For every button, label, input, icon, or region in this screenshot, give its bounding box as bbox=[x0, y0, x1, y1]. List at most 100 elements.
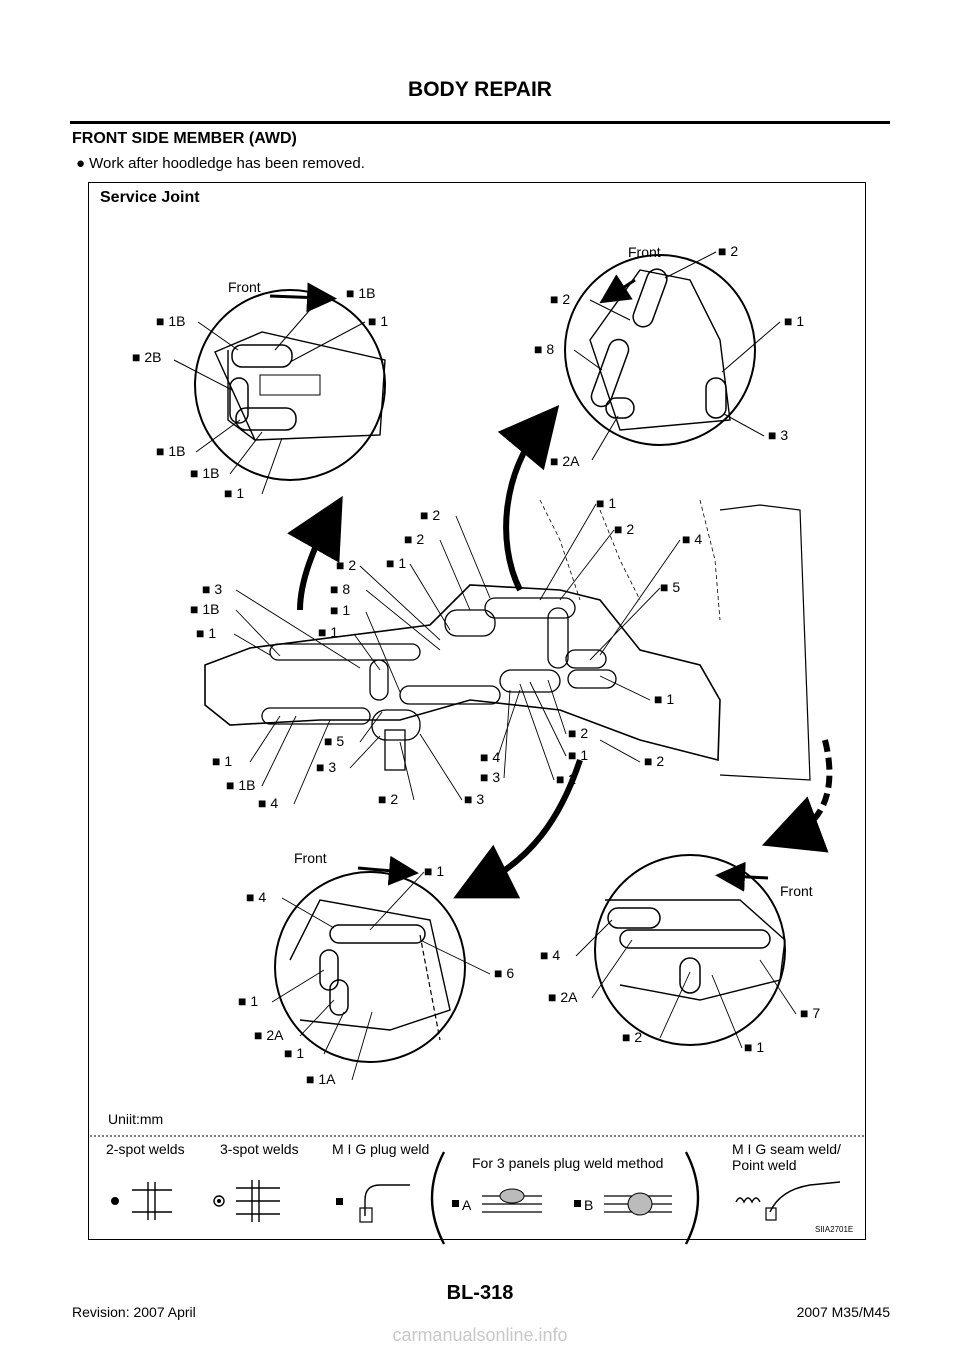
legend-three-spot-label: 3-spot welds bbox=[220, 1141, 299, 1157]
m-label-19: ■ 2 bbox=[556, 771, 576, 787]
two-spot-weld-icon bbox=[111, 1197, 119, 1205]
m-label-6: ■ 4 bbox=[682, 531, 702, 547]
c4-label-2: ■ 7 bbox=[800, 1005, 820, 1021]
front-label-2: Front bbox=[628, 244, 661, 260]
c3-label-1: ■ 1 bbox=[424, 863, 444, 879]
section-title: FRONT SIDE MEMBER (AWD) bbox=[72, 130, 297, 147]
m-label-0: ■ 2 bbox=[420, 507, 440, 523]
c3-label-4: ■ 2A bbox=[254, 1027, 284, 1043]
c2-label-0: ■ 2 bbox=[718, 243, 738, 259]
front-label-4: Front bbox=[780, 883, 813, 899]
m-label-16: ■ 5 bbox=[324, 733, 344, 749]
model-text: 2007 M35/M45 bbox=[796, 1304, 890, 1320]
m-label-25: ■ 4 bbox=[258, 795, 278, 811]
m-label-18: ■ 2 bbox=[644, 753, 664, 769]
c1-label-2: ■ 1 bbox=[368, 313, 388, 329]
c1-label-3: ■ 2B bbox=[132, 349, 161, 365]
legend-b-label: B bbox=[584, 1197, 593, 1213]
plug-weld-a-icon bbox=[452, 1200, 459, 1207]
m-label-15: ■ 1 bbox=[654, 691, 674, 707]
front-label-3: Front bbox=[294, 850, 327, 866]
m-label-27: ■ 3 bbox=[464, 791, 484, 807]
m-label-26: ■ 2 bbox=[378, 791, 398, 807]
c1-label-0: ■ 1B bbox=[156, 313, 185, 329]
weld-legend: 2-spot welds 3-spot welds M I G plug wel… bbox=[106, 1141, 841, 1245]
figure-heading: Service Joint bbox=[100, 189, 200, 206]
legend-bracket-right-icon bbox=[684, 1151, 700, 1245]
c1-label-5: ■ 1B bbox=[190, 465, 219, 481]
circle3-labels: ■ 4 ■ 1 ■ 6 ■ 1 ■ 2A ■ 1 ■ 1A bbox=[238, 863, 514, 1087]
c4-label-4: ■ 1 bbox=[744, 1039, 764, 1055]
front-side-member-body bbox=[204, 499, 811, 781]
c3-label-0: ■ 4 bbox=[246, 889, 266, 905]
unit-note: Uniit:mm bbox=[108, 1111, 163, 1127]
m-label-14: ■ 2 bbox=[568, 725, 588, 741]
seam-weld-icon bbox=[735, 1197, 761, 1204]
arrow-to-circle1 bbox=[287, 495, 343, 611]
detail-circle-front-upper-right: Front bbox=[564, 244, 756, 446]
watermark-text: carmanualsonline.info bbox=[392, 1325, 568, 1345]
header-rule bbox=[70, 121, 890, 124]
c2-label-3: ■ 8 bbox=[534, 341, 554, 357]
c3-label-6: ■ 1A bbox=[306, 1071, 336, 1087]
m-label-22: ■ 3 bbox=[316, 759, 336, 775]
c3-label-3: ■ 1 bbox=[238, 993, 258, 1009]
m-label-3: ■ 2 bbox=[404, 531, 424, 547]
m-label-17: ■ 1 bbox=[568, 747, 588, 763]
m-label-13: ■ 1 bbox=[318, 624, 338, 640]
m-label-4: ■ 1 bbox=[386, 555, 406, 571]
legend-bracket-left-icon bbox=[430, 1151, 446, 1245]
page-number: BL-318 bbox=[446, 1282, 514, 1304]
detail-circle-front-upper-left: Front bbox=[194, 279, 386, 481]
m-label-9: ■ 1 bbox=[330, 602, 350, 618]
c1-label-1: ■ 1B bbox=[346, 285, 375, 301]
m-label-7: ■ 3 bbox=[202, 581, 222, 597]
bullet-dot-icon: ● bbox=[76, 155, 86, 172]
main-labels: ■ 2 ■ 1 ■ 2 ■ 2 ■ 1 ■ 2 ■ 4 ■ 3 ■ 8 ■ 1 … bbox=[190, 495, 702, 811]
legend-three-panels-label: For 3 panels plug weld method bbox=[472, 1155, 663, 1171]
arrow-to-circle3 bbox=[453, 759, 583, 899]
c3-label-2: ■ 6 bbox=[494, 965, 514, 981]
m-label-1: ■ 1 bbox=[596, 495, 616, 511]
detail-circle-front-lower-left: Front bbox=[274, 850, 466, 1063]
page-header-title: BODY REPAIR bbox=[408, 78, 552, 101]
c2-label-5: ■ 2A bbox=[550, 453, 580, 469]
m-label-12: ■ 1 bbox=[196, 625, 216, 641]
revision-text: Revision: 2007 April bbox=[72, 1304, 196, 1320]
arrow-to-circle2 bbox=[497, 404, 560, 592]
arrow-to-circle4 bbox=[761, 739, 833, 853]
circle1-labels: ■ 1B ■ 1B ■ 1 ■ 2B ■ 1B ■ 1B ■ 1 bbox=[132, 285, 388, 501]
three-spot-weld-icon bbox=[213, 1195, 225, 1207]
c4-label-0: ■ 4 bbox=[540, 947, 560, 963]
m-label-11: ■ 1B bbox=[190, 601, 219, 617]
c2-label-4: ■ 3 bbox=[768, 427, 788, 443]
instruction-text: Work after hoodledge has been removed. bbox=[89, 155, 365, 172]
legend-a-label: A bbox=[462, 1197, 472, 1213]
c4-label-1: ■ 2A bbox=[548, 989, 578, 1005]
detail-circle-front-lower-right: Front bbox=[594, 854, 813, 1046]
c1-label-6: ■ 1 bbox=[224, 485, 244, 501]
m-label-5: ■ 2 bbox=[336, 557, 356, 573]
front-label-1: Front bbox=[228, 279, 261, 295]
c4-label-3: ■ 2 bbox=[622, 1029, 642, 1045]
m-label-23: ■ 4 bbox=[480, 749, 500, 765]
legend-seam-label-1: M I G seam weld/ bbox=[732, 1141, 841, 1157]
legend-plug-label: M I G plug weld bbox=[332, 1141, 429, 1157]
plug-weld-icon bbox=[336, 1198, 343, 1205]
m-label-24: ■ 3 bbox=[480, 769, 500, 785]
m-label-8: ■ 8 bbox=[330, 581, 350, 597]
legend-two-spot-label: 2-spot welds bbox=[106, 1141, 185, 1157]
figure-code: SIIA2701E bbox=[815, 1225, 853, 1234]
m-label-2: ■ 2 bbox=[614, 521, 634, 537]
legend-seam-label-2: Point weld bbox=[732, 1157, 797, 1173]
c2-label-2: ■ 1 bbox=[784, 313, 804, 329]
c1-label-4: ■ 1B bbox=[156, 443, 185, 459]
figure-frame bbox=[88, 182, 866, 1240]
circle4-labels: ■ 4 ■ 2A ■ 7 ■ 2 ■ 1 bbox=[540, 919, 820, 1055]
circle2-labels: ■ 2 ■ 2 ■ 1 ■ 8 ■ 3 ■ 2A bbox=[534, 243, 804, 469]
plug-weld-b-icon bbox=[574, 1200, 581, 1207]
c3-label-5: ■ 1 bbox=[284, 1045, 304, 1061]
instruction-bullet: ● Work after hoodledge has been removed. bbox=[76, 155, 365, 172]
m-label-21: ■ 1B bbox=[226, 777, 255, 793]
